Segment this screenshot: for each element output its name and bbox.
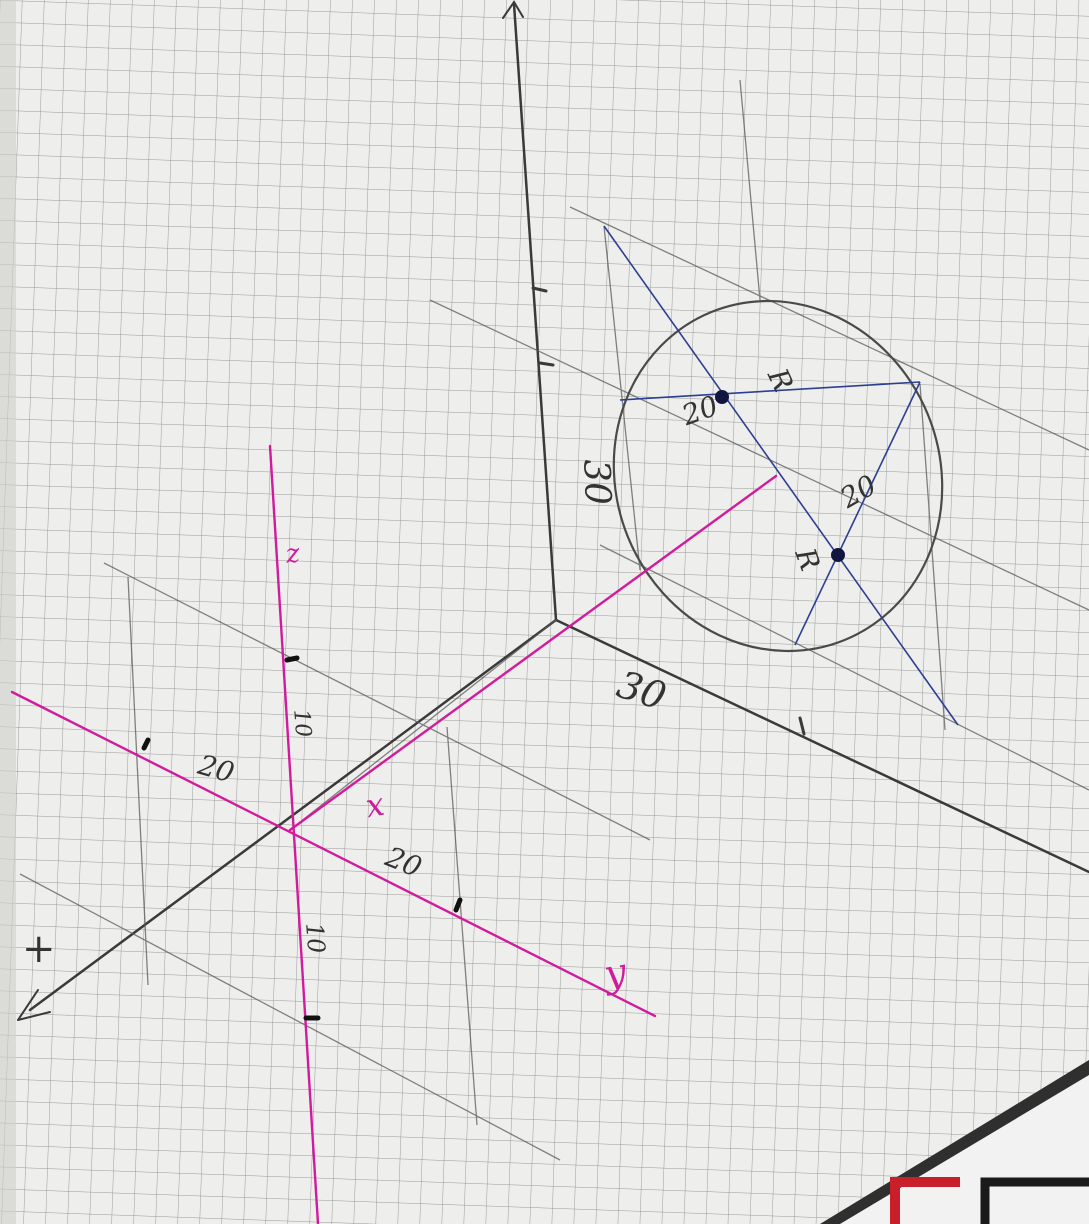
logo-red-mark	[890, 1177, 960, 1224]
right-axis	[554, 618, 1089, 874]
label-magenta-z: z	[283, 539, 301, 570]
paper-edge-shadow	[0, 0, 16, 1224]
tick-mark	[798, 716, 806, 736]
tick-mark	[538, 361, 555, 367]
label-10-upper: 10	[288, 708, 315, 738]
pencil-ellipse	[612, 299, 944, 653]
center-point-upper	[715, 390, 729, 404]
label-left-plus: +	[22, 926, 56, 972]
vertical-axis	[512, 2, 558, 622]
magenta-y-axis	[10, 690, 657, 1018]
dimension-ticks	[141, 655, 463, 1021]
construction-lines	[19, 79, 1089, 1161]
magenta-x-axis	[288, 474, 778, 832]
tick-mark	[531, 286, 548, 293]
logo-black-mark	[980, 1177, 1089, 1224]
label-vertical-30: 30	[575, 459, 618, 506]
center-point-lower	[831, 548, 845, 562]
vertical-axis-arrow	[502, 0, 524, 19]
left-axis-arrow	[17, 989, 51, 1021]
blue-diagonal-right	[794, 381, 921, 646]
magenta-axes	[10, 444, 778, 1224]
label-10-lower: 10	[300, 922, 331, 955]
blue-construction	[603, 225, 959, 726]
blue-horizontal	[619, 381, 921, 401]
blue-diagonal	[603, 225, 959, 726]
logo-corner	[820, 1060, 1089, 1224]
